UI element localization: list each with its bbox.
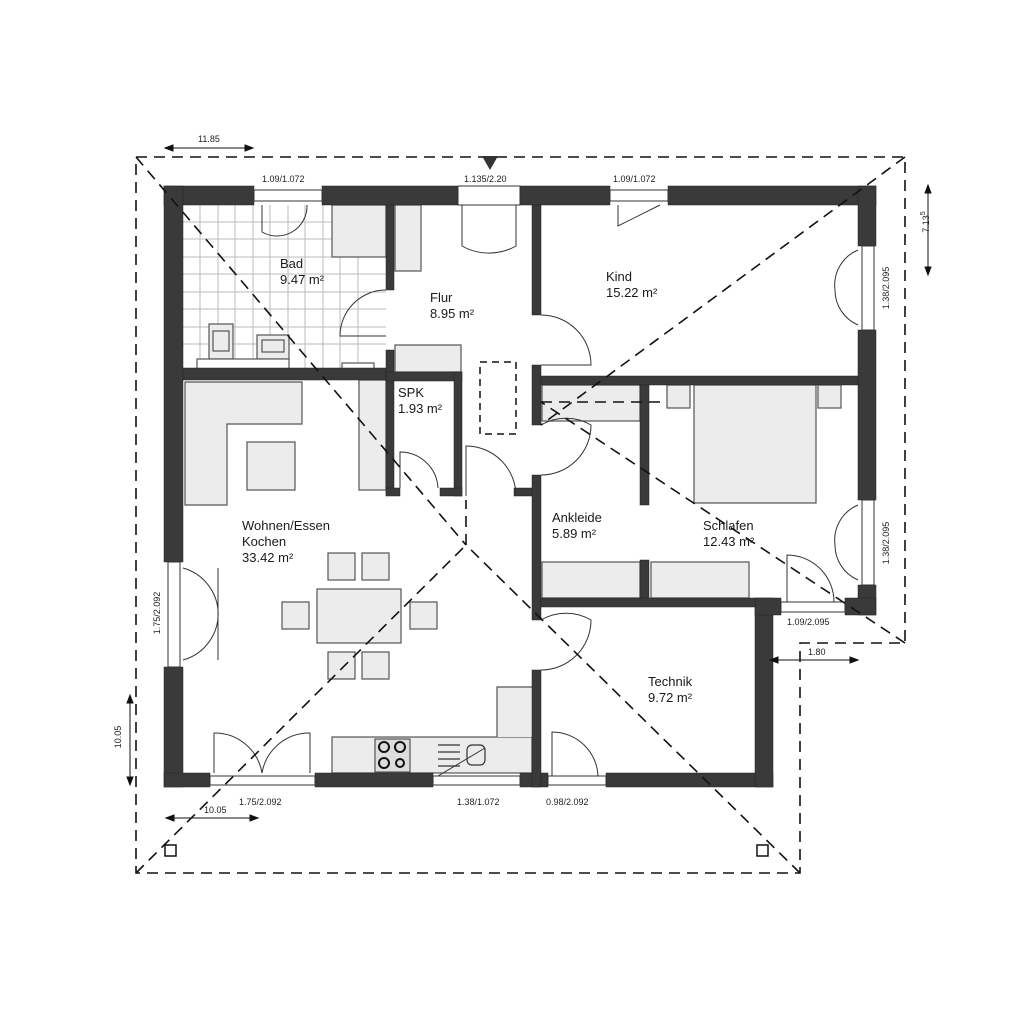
room-name: Kind bbox=[606, 269, 633, 284]
offset-dim: 1.80 bbox=[808, 647, 826, 657]
entrance-door-dim: 1.135/2.20 bbox=[464, 174, 507, 184]
column-post bbox=[756, 844, 769, 857]
furniture bbox=[184, 204, 842, 774]
room-area: 9.72 m² bbox=[648, 690, 693, 705]
room-label-kind: Kind 15.22 m² bbox=[606, 269, 657, 301]
walls bbox=[163, 185, 877, 788]
technik-door-dim: 0.98/2.092 bbox=[546, 797, 589, 807]
ankleide-shelf-top bbox=[541, 384, 641, 422]
schlafen-door-bottom-dim: 1.09/2.095 bbox=[787, 617, 830, 627]
kind-window-right-dim: 1.38/2.095 bbox=[881, 266, 891, 310]
right-height-dim: 7.135 bbox=[919, 202, 931, 242]
openings bbox=[167, 185, 875, 786]
column-post bbox=[164, 844, 177, 857]
dining-table bbox=[316, 588, 402, 644]
kitchen-counter bbox=[331, 736, 533, 774]
room-name: Schlafen bbox=[703, 518, 754, 533]
room-label-ankleide: Ankleide 5.89 m² bbox=[552, 510, 602, 542]
bath-counter bbox=[196, 358, 290, 370]
kitchen-sink bbox=[438, 744, 486, 767]
wohnen-cabinet bbox=[358, 379, 387, 491]
room-name: Bad bbox=[280, 256, 304, 271]
room-label-schlafen: Schlafen 12.43 m² bbox=[703, 518, 754, 550]
chair bbox=[361, 651, 390, 680]
chair bbox=[327, 651, 356, 680]
right-height-sup: 5 bbox=[920, 211, 927, 216]
schlafen-window-right-dim: 1.38/2.095 bbox=[881, 521, 891, 565]
bed bbox=[693, 384, 817, 504]
room-name-2: Kochen bbox=[242, 534, 287, 549]
room-area: 12.43 m² bbox=[703, 534, 755, 549]
roof-outline bbox=[135, 156, 906, 874]
ankleide-shelf-bottom bbox=[541, 561, 641, 599]
room-area: 1.93 m² bbox=[398, 401, 443, 416]
chair bbox=[361, 552, 390, 581]
room-name: Technik bbox=[648, 674, 693, 689]
nightstand bbox=[666, 384, 691, 409]
chair bbox=[281, 601, 310, 630]
wohnen-door-left-dim: 1.75/2.092 bbox=[152, 591, 162, 635]
chair bbox=[409, 601, 438, 630]
kitchen-window-dim: 1.38/1.072 bbox=[457, 797, 500, 807]
room-name: Wohnen/Essen bbox=[242, 518, 330, 533]
flur-bench bbox=[394, 344, 462, 373]
room-label-flur: Flur 8.95 m² bbox=[430, 290, 474, 322]
room-label-technik: Technik 9.72 m² bbox=[648, 674, 692, 706]
room-area: 33.42 m² bbox=[242, 550, 294, 565]
dimension-lines bbox=[126, 144, 932, 822]
nightstand bbox=[817, 384, 842, 409]
right-height-value: 7.13 bbox=[921, 215, 931, 233]
schlafen-wardrobe bbox=[650, 561, 750, 599]
room-area: 8.95 m² bbox=[430, 306, 475, 321]
wohnen-door-bottom-dim: 1.75/2.092 bbox=[239, 797, 282, 807]
bad-window-dim: 1.09/1.072 bbox=[262, 174, 305, 184]
room-name: SPK bbox=[398, 385, 425, 400]
room-name: Flur bbox=[430, 290, 453, 305]
room-label-bad: Bad 9.47 m² bbox=[280, 256, 324, 288]
kitchen-counter-tall bbox=[497, 687, 532, 737]
coffee-table bbox=[246, 441, 296, 491]
room-name: Ankleide bbox=[552, 510, 602, 525]
bottom-width-dim: 10.05 bbox=[204, 805, 227, 815]
room-area: 15.22 m² bbox=[606, 285, 658, 300]
bathtub bbox=[331, 204, 387, 258]
left-height-dim: 10.05 bbox=[113, 725, 123, 749]
chair bbox=[327, 552, 356, 581]
top-width-dim: 11.85 bbox=[198, 134, 220, 144]
attic-hatch bbox=[479, 361, 517, 435]
entrance-marker-icon bbox=[482, 156, 498, 170]
kind-window-top-dim: 1.09/1.072 bbox=[613, 174, 656, 184]
cooktop-burners bbox=[378, 741, 406, 769]
l-shaped-sofa bbox=[184, 381, 303, 506]
room-area: 5.89 m² bbox=[552, 526, 597, 541]
room-label-spk: SPK 1.93 m² bbox=[398, 385, 442, 417]
flur-wardrobe-top bbox=[394, 204, 422, 272]
room-label-wohnen: Wohnen/Essen Kochen 33.42 m² bbox=[242, 518, 330, 566]
room-area: 9.47 m² bbox=[280, 272, 325, 287]
